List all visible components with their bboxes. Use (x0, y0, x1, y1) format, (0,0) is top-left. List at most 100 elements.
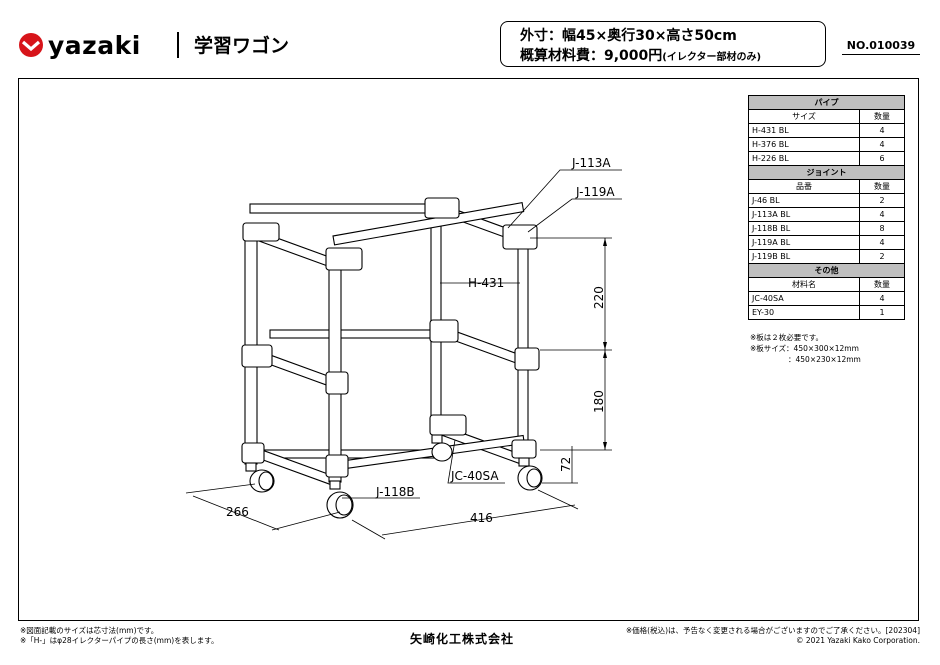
footer-note: ※「H-」はφ28イレクターパイプの長さ(mm)を表します。 (20, 636, 219, 645)
caster-front-left (245, 462, 275, 493)
joint-j46 (429, 414, 467, 436)
spec-dimensions: 外寸：幅45×奥行30×高さ50cm (520, 28, 737, 44)
joint-j118b (241, 344, 273, 368)
joint-j118b (429, 319, 459, 343)
part-qty: 4 (859, 137, 905, 152)
caster-back-left (431, 434, 453, 462)
part-name: H-226 BL (748, 151, 860, 166)
part-name: J-46 BL (748, 193, 860, 208)
joint-j119a (502, 224, 538, 250)
joint-j113a (242, 222, 280, 242)
note-line: ：450×230×12mm (788, 355, 861, 364)
dim-upper: 220 (592, 286, 606, 309)
dim-line-width (381, 504, 576, 536)
other-section-header: その他 (748, 263, 905, 278)
part-name: J-119A BL (748, 235, 860, 250)
dim-width: 416 (470, 511, 493, 525)
part-name: J-119B BL (748, 249, 860, 264)
part-name: EY-30 (748, 305, 860, 320)
label-jc40sa: JC-40SA (450, 469, 499, 483)
label-j118b: J-118B (375, 485, 415, 499)
label-j113a: J-113A (571, 156, 611, 170)
joint-section-header: ジョイント (748, 165, 905, 180)
pipe-col-name: サイズ (748, 109, 860, 124)
mid-back-rail (269, 329, 436, 339)
part-name: H-431 BL (748, 123, 860, 138)
label-j119a: J-119A (575, 185, 615, 199)
other-col-qty: 数量 (859, 277, 905, 292)
other-col-name: 材料名 (748, 277, 860, 292)
copyright: © 2021 Yazaki Kako Corporation. (796, 636, 920, 645)
joint-j118b (514, 347, 540, 371)
joint-col-name: 品番 (748, 179, 860, 194)
joint-j118b (241, 442, 265, 464)
part-qty: 6 (859, 151, 905, 166)
note-line: ※板サイズ：450×300×12mm (750, 344, 859, 353)
part-qty: 2 (859, 249, 905, 264)
note-line: ※板は２枚必要です。 (750, 333, 824, 342)
joint-j113a (325, 247, 363, 271)
dim-line-depth (192, 495, 280, 531)
leader-jc40sa (447, 439, 505, 484)
part-qty: 2 (859, 193, 905, 208)
pipe-col-qty: 数量 (859, 109, 905, 124)
spec-cost: 概算材料費：9,000円(イレクター部材のみ) (520, 45, 761, 65)
joint-j119b (511, 439, 537, 459)
back-right-post (517, 237, 529, 444)
yazaki-mark-icon (19, 33, 43, 57)
back-left-post (430, 204, 442, 428)
part-qty: 8 (859, 221, 905, 236)
footer-left-notes: ※図面記載のサイズは芯寸法(mm)です。 ※「H-」はφ28イレクターパイプの長… (20, 626, 218, 646)
board-notes: ※板は２枚必要です。 ※板サイズ：450×300×12mm ：450×230×1… (750, 332, 861, 365)
spec-cost-label: 概算材料費：9,000円 (520, 48, 663, 64)
part-qty: 1 (859, 305, 905, 320)
yazaki-logo: yazaki (18, 30, 141, 60)
pipe-section-header: パイプ (748, 95, 905, 110)
joint-col-qty: 数量 (859, 179, 905, 194)
leader-j113a (507, 169, 622, 229)
part-name: H-376 BL (748, 137, 860, 152)
front-right-post (328, 251, 342, 483)
drawing-frame (18, 78, 919, 621)
part-name: J-118B BL (748, 221, 860, 236)
top-front-rail (332, 202, 525, 246)
company-name: 矢崎化工株式会社 (410, 632, 515, 646)
joint-j118b (325, 371, 349, 395)
footer-right-notes: ※価格(税込)は、予告なく変更される場合がございますのでご了承ください。[202… (600, 626, 920, 646)
caster-back-right (517, 457, 543, 491)
leader-j119a (527, 198, 622, 233)
top-back-rail (249, 203, 441, 214)
part-name: J-113A BL (748, 207, 860, 222)
caster-front-right (326, 480, 354, 519)
label-h431: H-431 (468, 276, 504, 290)
document-number: NO.010039 (842, 39, 920, 55)
joint-j113a (424, 197, 460, 219)
spec-box (500, 21, 826, 67)
part-qty: 4 (859, 207, 905, 222)
dim-bottom: 72 (559, 457, 573, 472)
part-name: JC-40SA (748, 291, 860, 306)
dim-middle: 180 (592, 390, 606, 413)
footer-note: ※図面記載のサイズは芯寸法(mm)です。 (20, 626, 159, 635)
part-qty: 4 (859, 291, 905, 306)
joint-j118b (325, 454, 349, 478)
header-divider (177, 32, 179, 58)
brand-name: yazaki (48, 30, 141, 60)
spec-cost-note: (イレクター部材のみ) (662, 52, 762, 63)
part-qty: 4 (859, 235, 905, 250)
page-title: 学習ワゴン (194, 35, 290, 57)
dim-depth: 266 (226, 505, 249, 519)
price-note: ※価格(税込)は、予告なく変更される場合がございますのでご了承ください。[202… (625, 626, 920, 635)
